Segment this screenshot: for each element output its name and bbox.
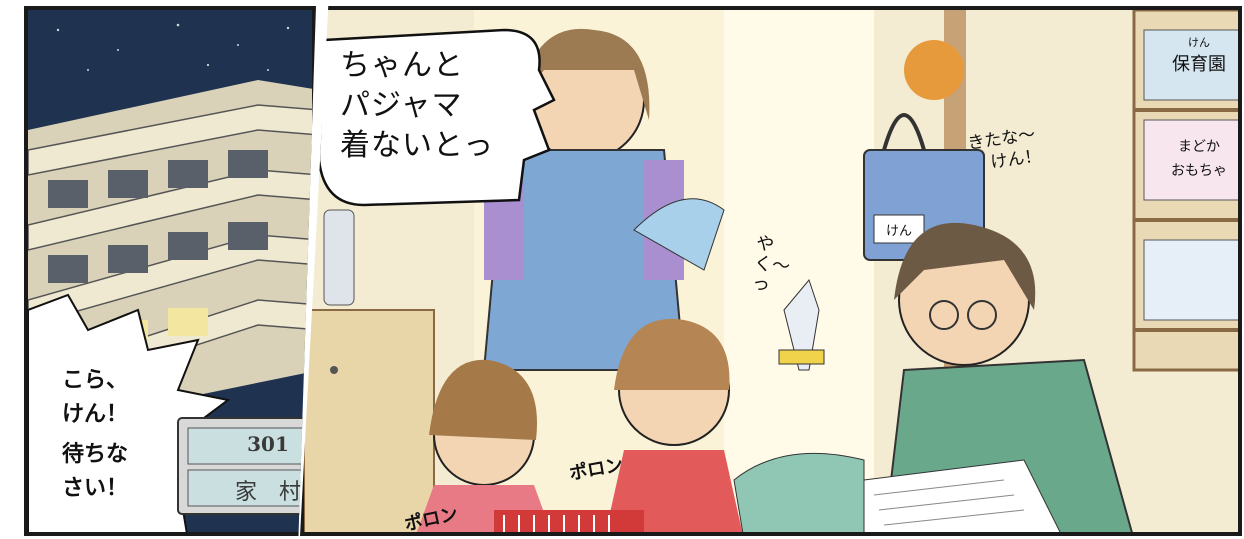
hoikuen-label-line-1: けん [1188, 36, 1210, 49]
bag-tag: けん [885, 224, 912, 239]
mother-speech-line-1: ちゃんと [340, 48, 464, 83]
shout-line-3: 待ちな [62, 442, 129, 467]
nameplate-name: 家 村 [234, 480, 301, 505]
father [733, 222, 1136, 532]
shout-line-4: さい！ [62, 476, 129, 501]
panel-interior: ちゃんと パジャマ 着ないとっ きたな〜 けん！ けん 保育園 まどか おもちゃ… [300, 6, 1242, 536]
offscreen-shout: こら、 けん！ 待ちな さい！ [62, 364, 128, 506]
hoikuen-label: けん 保育園 [1154, 32, 1238, 76]
exterior-illustration [28, 10, 312, 532]
hoikuen-label-line-2: 保育園 [1172, 54, 1226, 75]
interior-illustration [304, 10, 1238, 532]
shout-line-2: けん！ [62, 402, 129, 427]
panel-exterior: こら、 けん！ 待ちな さい！ 301 家 村 [24, 6, 316, 536]
wall-shelf [1132, 10, 1238, 372]
children [414, 278, 825, 532]
nameplate-number: 301 [247, 432, 289, 456]
nameplate-name-box: 家 村 [188, 470, 312, 506]
shout-line-1: こら、 [62, 368, 129, 393]
nameplate-number-box: 301 [188, 428, 312, 464]
toys-label-line-2: おもちゃ [1171, 163, 1227, 179]
nameplate [177, 417, 312, 515]
toys-label: まどか おもちゃ [1154, 135, 1238, 183]
cabinet [304, 209, 435, 532]
mother-speech-line-3: 着ないとっ [340, 128, 495, 163]
toys-label-line-1: まどか [1178, 139, 1220, 155]
mother-speech: ちゃんと パジャマ 着ないとっ [340, 46, 494, 166]
mother-speech-line-2: パジャマ [340, 88, 463, 123]
speech-bubble-shape [317, 28, 556, 207]
